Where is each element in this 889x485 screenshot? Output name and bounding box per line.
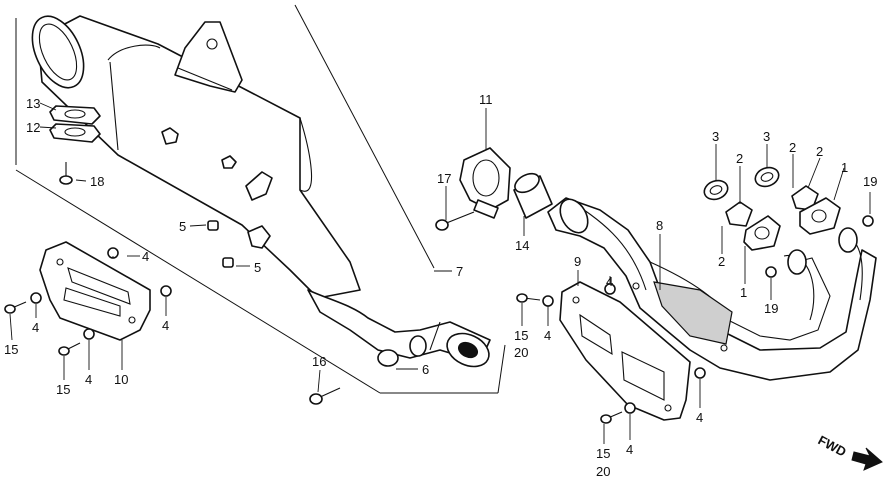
label-4-f: 4 bbox=[606, 274, 613, 289]
label-19-lower: 19 bbox=[764, 301, 778, 316]
label-9: 9 bbox=[574, 254, 581, 269]
exhaust-pipe-8 bbox=[547, 197, 877, 381]
label-7: 7 bbox=[456, 264, 463, 279]
gaskets-12-13 bbox=[49, 105, 101, 143]
heat-shield-10 bbox=[39, 241, 151, 341]
fwd-arrow-icon bbox=[851, 447, 883, 471]
damper-rubber bbox=[377, 335, 427, 367]
label-2-d: 2 bbox=[718, 254, 725, 269]
label-15-b: 15 bbox=[56, 382, 70, 397]
muffler bbox=[31, 15, 491, 368]
label-18: 18 bbox=[90, 174, 104, 189]
label-6: 6 bbox=[422, 362, 429, 377]
label-17: 17 bbox=[437, 171, 451, 186]
label-15-a: 15 bbox=[4, 342, 18, 357]
label-12: 12 bbox=[26, 120, 40, 135]
label-5-lower: 5 bbox=[254, 260, 261, 275]
label-20-b: 20 bbox=[596, 464, 610, 479]
rubber-grommets-5 bbox=[207, 220, 234, 268]
label-10: 10 bbox=[114, 372, 128, 387]
label-4-d: 4 bbox=[85, 372, 92, 387]
joint-14 bbox=[513, 172, 553, 219]
bolt-17 bbox=[435, 211, 475, 231]
fasteners bbox=[4, 215, 874, 424]
label-20-a: 20 bbox=[514, 345, 528, 360]
label-19-right: 19 bbox=[863, 174, 877, 189]
part-number-labels: 13 12 18 5 5 6 7 11 17 14 8 9 3 3 2 2 2 … bbox=[4, 92, 877, 479]
label-2-c: 2 bbox=[816, 144, 823, 159]
label-1-top: 1 bbox=[841, 160, 848, 175]
label-4-h: 4 bbox=[626, 442, 633, 457]
label-4-a: 4 bbox=[142, 249, 149, 264]
leader-lines bbox=[9, 102, 871, 444]
fwd-label: FWD bbox=[816, 432, 849, 459]
bolt-18 bbox=[59, 162, 73, 185]
label-13: 13 bbox=[26, 96, 40, 111]
forward-direction-indicator: FWD bbox=[816, 432, 883, 471]
label-8: 8 bbox=[656, 218, 663, 233]
label-15-d: 15 bbox=[596, 446, 610, 461]
gaskets-collars-1-2-3 bbox=[703, 166, 841, 251]
label-5-upper: 5 bbox=[179, 219, 186, 234]
clamp-11 bbox=[459, 147, 511, 219]
label-11: 11 bbox=[479, 92, 493, 107]
label-2-b: 2 bbox=[789, 140, 796, 155]
label-4-c: 4 bbox=[162, 318, 169, 333]
label-1-bottom: 1 bbox=[740, 285, 747, 300]
label-3-right: 3 bbox=[763, 129, 770, 144]
heat-shield-9 bbox=[559, 281, 691, 421]
label-3-left: 3 bbox=[712, 129, 719, 144]
label-4-e: 4 bbox=[544, 328, 551, 343]
label-15-c: 15 bbox=[514, 328, 528, 343]
label-4-g: 4 bbox=[696, 410, 703, 425]
label-14: 14 bbox=[515, 238, 529, 253]
assembly-boundary-lines bbox=[15, 4, 506, 394]
label-2-a: 2 bbox=[736, 151, 743, 166]
label-16: 16 bbox=[312, 354, 326, 369]
label-4-b: 4 bbox=[32, 320, 39, 335]
